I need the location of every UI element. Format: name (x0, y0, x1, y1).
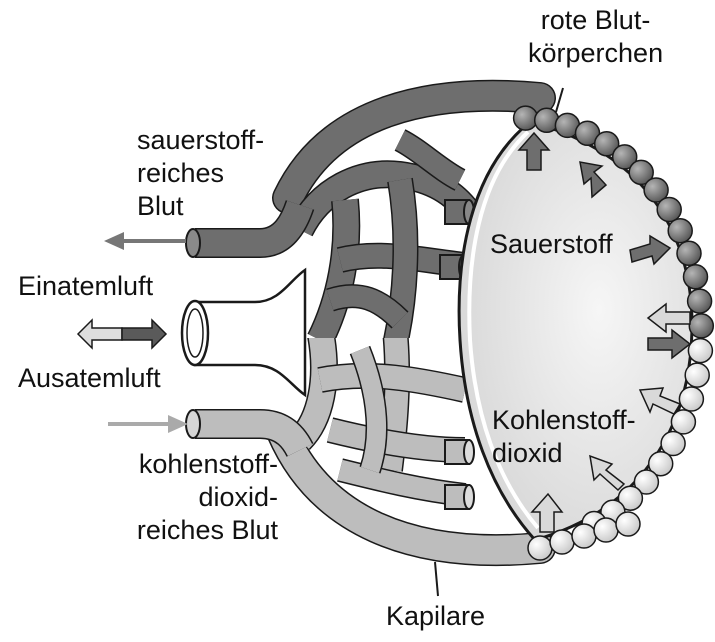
red-blood-cell (514, 106, 538, 130)
red-blood-cell (689, 314, 713, 338)
red-blood-cell (685, 363, 709, 387)
double-arrow-icon (78, 320, 166, 348)
capillary-network-co2-rich (300, 330, 465, 495)
capillary-network-oxygen-rich (300, 140, 470, 345)
label-oxygen: Sauerstoff (490, 228, 613, 261)
red-blood-cell (528, 536, 552, 560)
label-oxygen-rich-blood: sauerstoff- reiches Blut (137, 124, 264, 223)
arrow-left-icon (104, 232, 186, 250)
label-capillary: Kapilare (386, 600, 485, 633)
red-blood-cell (679, 387, 703, 411)
bronchiole (182, 270, 305, 395)
red-blood-cell (550, 530, 574, 554)
label-red-blood-cells: rote Blut- körperchen (528, 4, 663, 70)
red-blood-cell (616, 512, 640, 536)
label-co2-rich-blood: kohlenstoff- dioxid- reiches Blut (137, 448, 278, 547)
pulmonary-artery (186, 410, 300, 450)
arrow-right-icon (108, 415, 188, 433)
red-blood-cell (688, 339, 712, 363)
red-blood-cell (684, 265, 708, 289)
label-inhaled-air: Einatemluft (18, 270, 153, 303)
flow-arrows (78, 232, 188, 433)
red-blood-cell (668, 219, 692, 243)
red-blood-cell (677, 241, 701, 265)
red-blood-cell (594, 518, 618, 542)
red-blood-cell (572, 524, 596, 548)
red-blood-cell (688, 289, 712, 313)
label-exhaled-air: Ausatemluft (18, 362, 161, 395)
red-blood-cell (657, 198, 681, 222)
label-carbon-dioxide: Kohlenstoff- dioxid (492, 404, 636, 470)
